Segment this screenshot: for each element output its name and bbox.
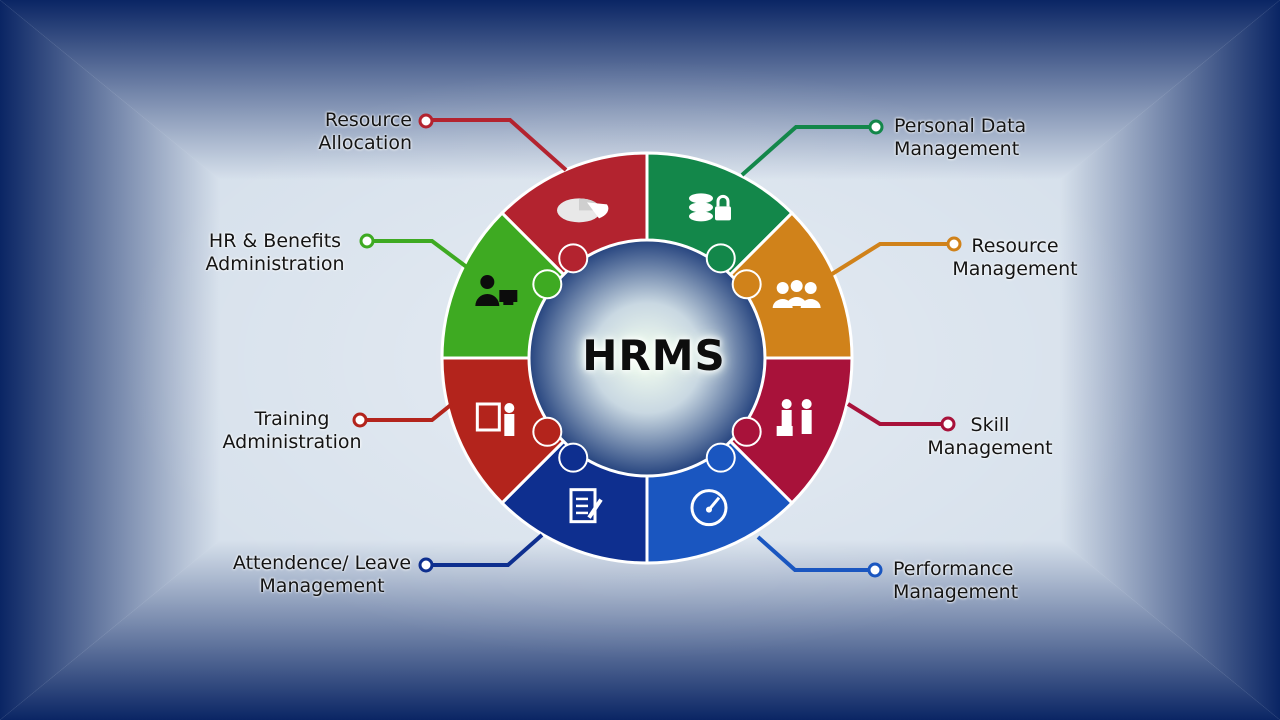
segment-hr-benefits-administration: [440, 210, 566, 360]
connector-personal-data-management: [740, 125, 876, 177]
puzzle-knob: [558, 243, 589, 274]
center-hub: [525, 236, 769, 480]
connector-training-administration: [360, 402, 454, 422]
connector-hr-benefits-administration: [367, 239, 470, 270]
connector-dot: [868, 119, 884, 135]
connector-skill-management: [846, 402, 948, 426]
puzzle-knob: [731, 269, 762, 300]
database-lock-icon: [688, 193, 731, 222]
ring: [440, 151, 854, 565]
puzzle-knob: [731, 416, 762, 447]
center-title: HRMS: [582, 331, 726, 380]
document-pen-icon: [569, 488, 603, 524]
connector-dot: [867, 562, 883, 578]
gauge-icon: [690, 489, 728, 527]
connector-resource-management: [830, 242, 954, 276]
connector-dot: [359, 233, 375, 249]
puzzle-knob: [558, 442, 589, 473]
connector-dot: [418, 557, 434, 573]
puzzle-knob: [532, 416, 563, 447]
icons: [475, 193, 821, 527]
presenter-icon: [776, 398, 812, 436]
whiteboard-trainer-icon: [475, 402, 515, 436]
pie-chart-icon: [557, 198, 609, 223]
connector-dot: [352, 412, 368, 428]
employee-computer-icon: [475, 275, 518, 307]
connector-performance-management: [756, 535, 875, 572]
puzzle-knob: [705, 442, 736, 473]
puzzle-knob: [705, 243, 736, 274]
connector-dot: [946, 236, 962, 252]
connector-attendance-leave-management: [426, 533, 544, 567]
connector-dot: [418, 113, 434, 129]
puzzle-knob: [532, 269, 563, 300]
connector-resource-allocation: [432, 118, 568, 172]
connector-dot: [940, 416, 956, 432]
team-icon: [772, 280, 821, 309]
